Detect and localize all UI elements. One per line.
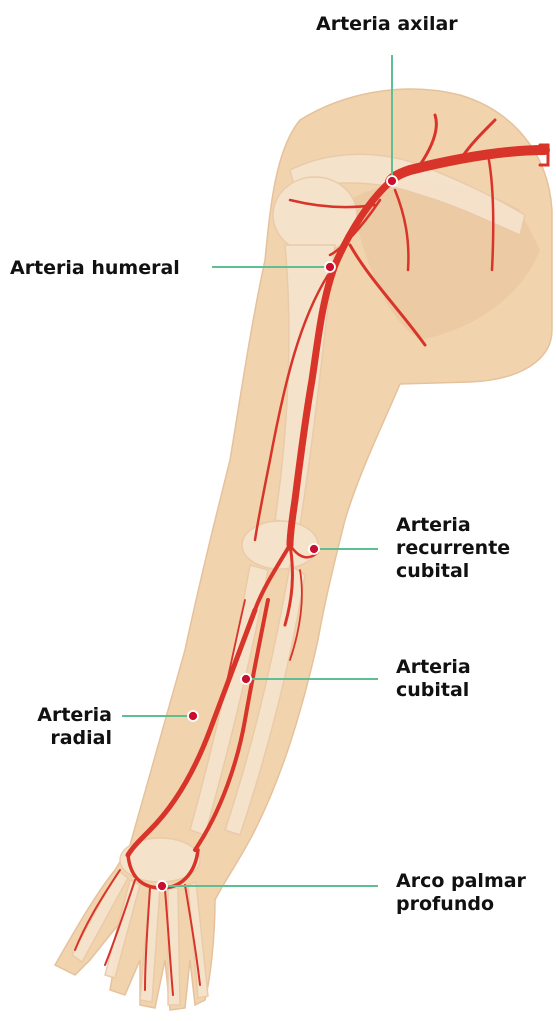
- dot-radial: [188, 711, 198, 721]
- label-line: cubital: [396, 679, 471, 702]
- label-arteria-axilar: Arteria axilar: [316, 13, 458, 36]
- label-line: recurrente: [396, 537, 510, 560]
- dot-cubital: [241, 674, 251, 684]
- label-line: profundo: [396, 893, 526, 916]
- label-arteria-radial: Arteria radial: [22, 704, 112, 750]
- label-line: Arteria: [396, 514, 510, 537]
- label-arteria-cubital: Arteria cubital: [396, 656, 471, 702]
- dot-axilar: [387, 176, 397, 186]
- label-line: radial: [22, 727, 112, 750]
- dot-palmar: [157, 881, 167, 891]
- label-line: Arco palmar: [396, 870, 526, 893]
- label-arteria-recurrente-cubital: Arteria recurrente cubital: [396, 514, 510, 583]
- label-arteria-humeral: Arteria humeral: [10, 257, 180, 280]
- dot-recurrente: [309, 544, 319, 554]
- label-line: cubital: [396, 560, 510, 583]
- dot-humeral: [325, 262, 335, 272]
- label-line: Arteria: [22, 704, 112, 727]
- label-line: Arteria: [396, 656, 471, 679]
- label-arco-palmar-profundo: Arco palmar profundo: [396, 870, 526, 916]
